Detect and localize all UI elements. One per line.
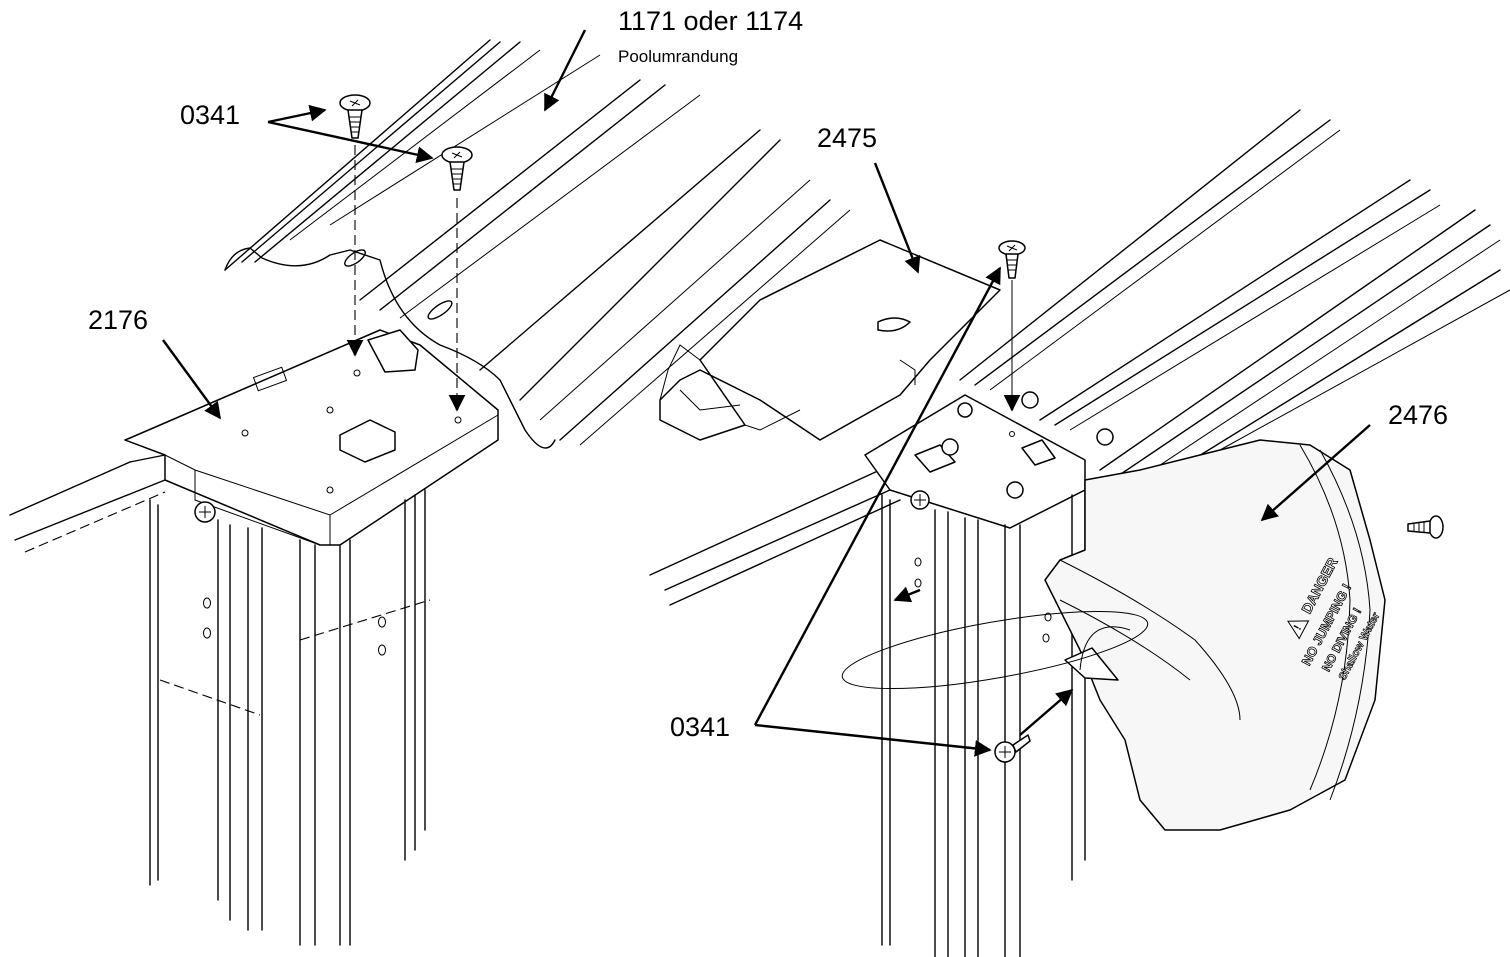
label-screw-left: 0341 (180, 100, 241, 130)
screw-side-cover (1407, 515, 1444, 539)
screw-right-top (998, 240, 1026, 279)
leader-lines (162, 29, 1371, 757)
screw-path-right-bottom (1019, 688, 1074, 736)
label-cover: 2476 (1388, 400, 1449, 430)
leader-connector (162, 339, 221, 420)
cap-plate-2475 (659, 239, 1001, 441)
leader-coping (543, 29, 587, 112)
svg-text:!: ! (1292, 623, 1304, 632)
label-connector: 2176 (88, 305, 149, 335)
label-coping-sub: Poolumrandung (618, 47, 739, 66)
leader-screw-left-b (267, 120, 434, 163)
screw-left-b (441, 146, 473, 191)
right-assembly: ! DANGER NO JUMPING ! NO DIVING ! Shallo… (649, 109, 1510, 957)
leader-hole (893, 586, 921, 603)
screw-right-bottom (994, 734, 1031, 763)
leader-cap-plate (873, 162, 921, 274)
leader-screw-right-bottom (754, 723, 992, 757)
coping-rail-right (959, 109, 1510, 486)
coping-rail-left (224, 39, 851, 449)
screw-left-a (339, 94, 371, 139)
upright-left (149, 489, 431, 946)
leader-screw-right-top (753, 266, 1002, 726)
cover-2476 (841, 439, 1386, 831)
upright-right (881, 489, 1086, 957)
label-screw-right: 0341 (670, 712, 731, 742)
beam-right (649, 469, 901, 606)
left-assembly (9, 39, 851, 946)
label-cap-plate: 2475 (817, 123, 878, 153)
label-coping: 1171 oder 1174 (618, 6, 804, 36)
leader-screw-left-a (267, 104, 327, 124)
connector-2176 (124, 329, 499, 546)
beam-left (9, 454, 166, 553)
leader-cover (1260, 424, 1371, 522)
